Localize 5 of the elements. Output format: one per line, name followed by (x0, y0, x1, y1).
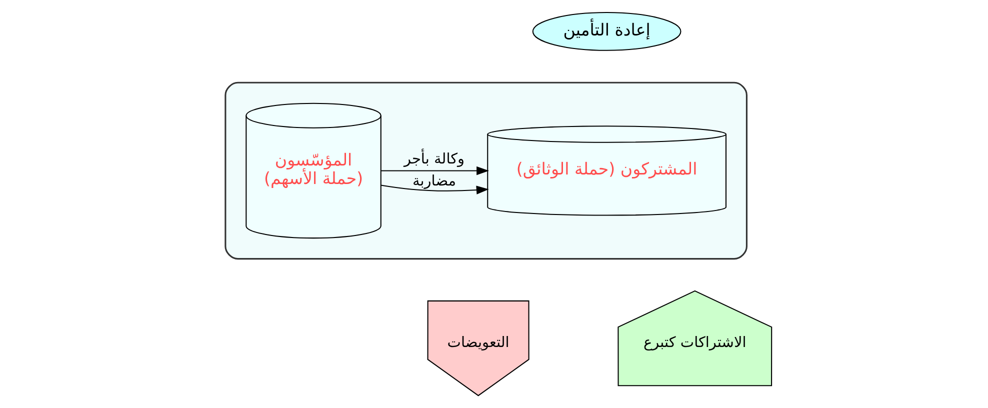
arrow (380, 184, 488, 194)
cluster (224, 82, 747, 260)
edge-label: مضاربة (412, 173, 456, 190)
node-ellipse: إعادة التأمين (532, 12, 681, 51)
arrow (380, 166, 488, 176)
